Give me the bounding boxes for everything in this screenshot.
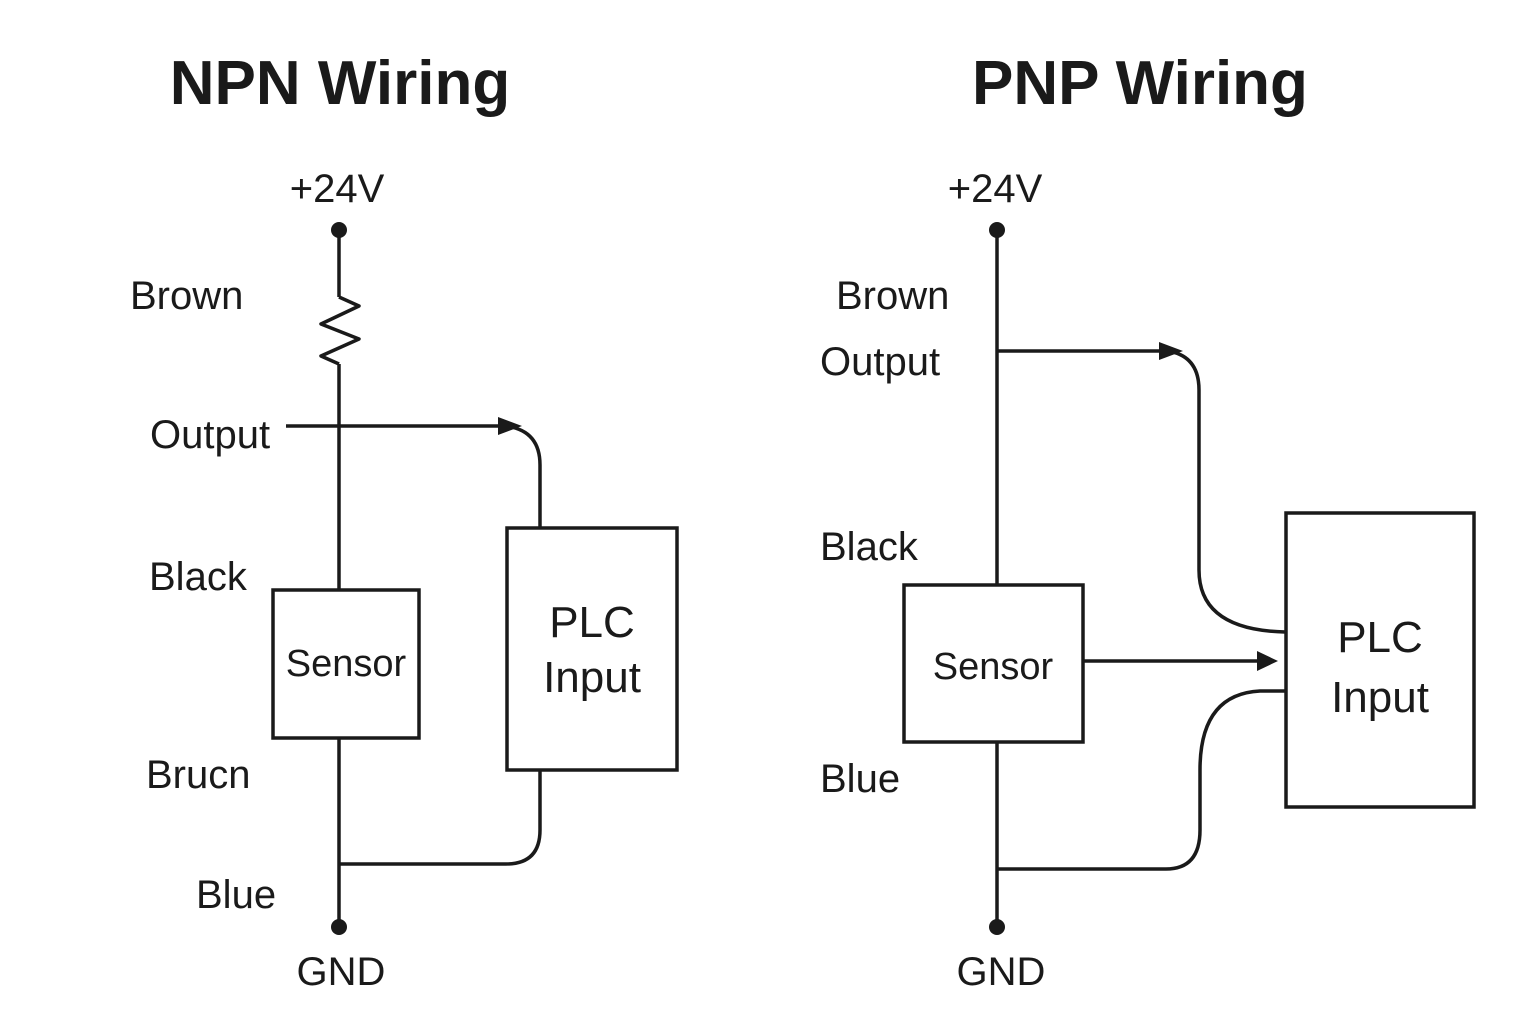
pnp-title: PNP Wiring	[972, 49, 1308, 118]
npn-black-label: Black	[149, 555, 248, 599]
npn-resistor-icon	[319, 295, 361, 366]
npn-ground-terminal	[331, 919, 347, 935]
npn-supply-label: +24V	[290, 167, 385, 211]
pnp-sensor-box	[902, 583, 1085, 744]
npn-output-arrow-icon	[498, 417, 522, 435]
pnp-output-arrow-icon	[1159, 342, 1183, 360]
pnp-ground-label: GND	[957, 950, 1046, 994]
npn-sensor-box	[271, 588, 421, 740]
npn-plc-label-line1: PLC	[549, 598, 635, 647]
npn-sensor-label: Sensor	[286, 643, 407, 685]
pnp-plc-label-line1: PLC	[1337, 613, 1423, 662]
npn-plc-input-box	[505, 526, 679, 772]
npn-output-wire	[286, 424, 542, 527]
pnp-ground-terminal	[989, 919, 1005, 935]
npn-ground-label: GND	[297, 950, 386, 994]
npn-output-label: Output	[150, 413, 270, 457]
pnp-black-label: Black	[820, 525, 919, 569]
pnp-brown-label: Brown	[836, 274, 949, 318]
pnp-output-wire	[997, 349, 1286, 634]
npn-brucn-label: Brucn	[146, 753, 251, 797]
pnp-supply-label: +24V	[948, 167, 1043, 211]
npn-blue-label: Blue	[196, 873, 276, 917]
pnp-plc-input-box	[1284, 511, 1476, 809]
npn-plc-return-wire	[339, 770, 542, 866]
pnp-plc-label-line2: Input	[1331, 673, 1429, 722]
pnp-sensor-label: Sensor	[933, 646, 1054, 688]
pnp-blue-label: Blue	[820, 757, 900, 801]
npn-diagram: NPN Wiring +24V Sensor PLC Input GND Bro…	[130, 49, 679, 994]
npn-title: NPN Wiring	[170, 49, 510, 118]
pnp-diagram: PNP Wiring +24V Sensor PLC Input GND Bro…	[820, 49, 1476, 994]
pnp-plc-return-wire	[997, 689, 1285, 871]
pnp-signal-arrow-icon	[1257, 651, 1278, 671]
npn-brown-label: Brown	[130, 274, 243, 318]
pnp-output-label: Output	[820, 340, 940, 384]
npn-plc-label-line2: Input	[543, 653, 641, 702]
